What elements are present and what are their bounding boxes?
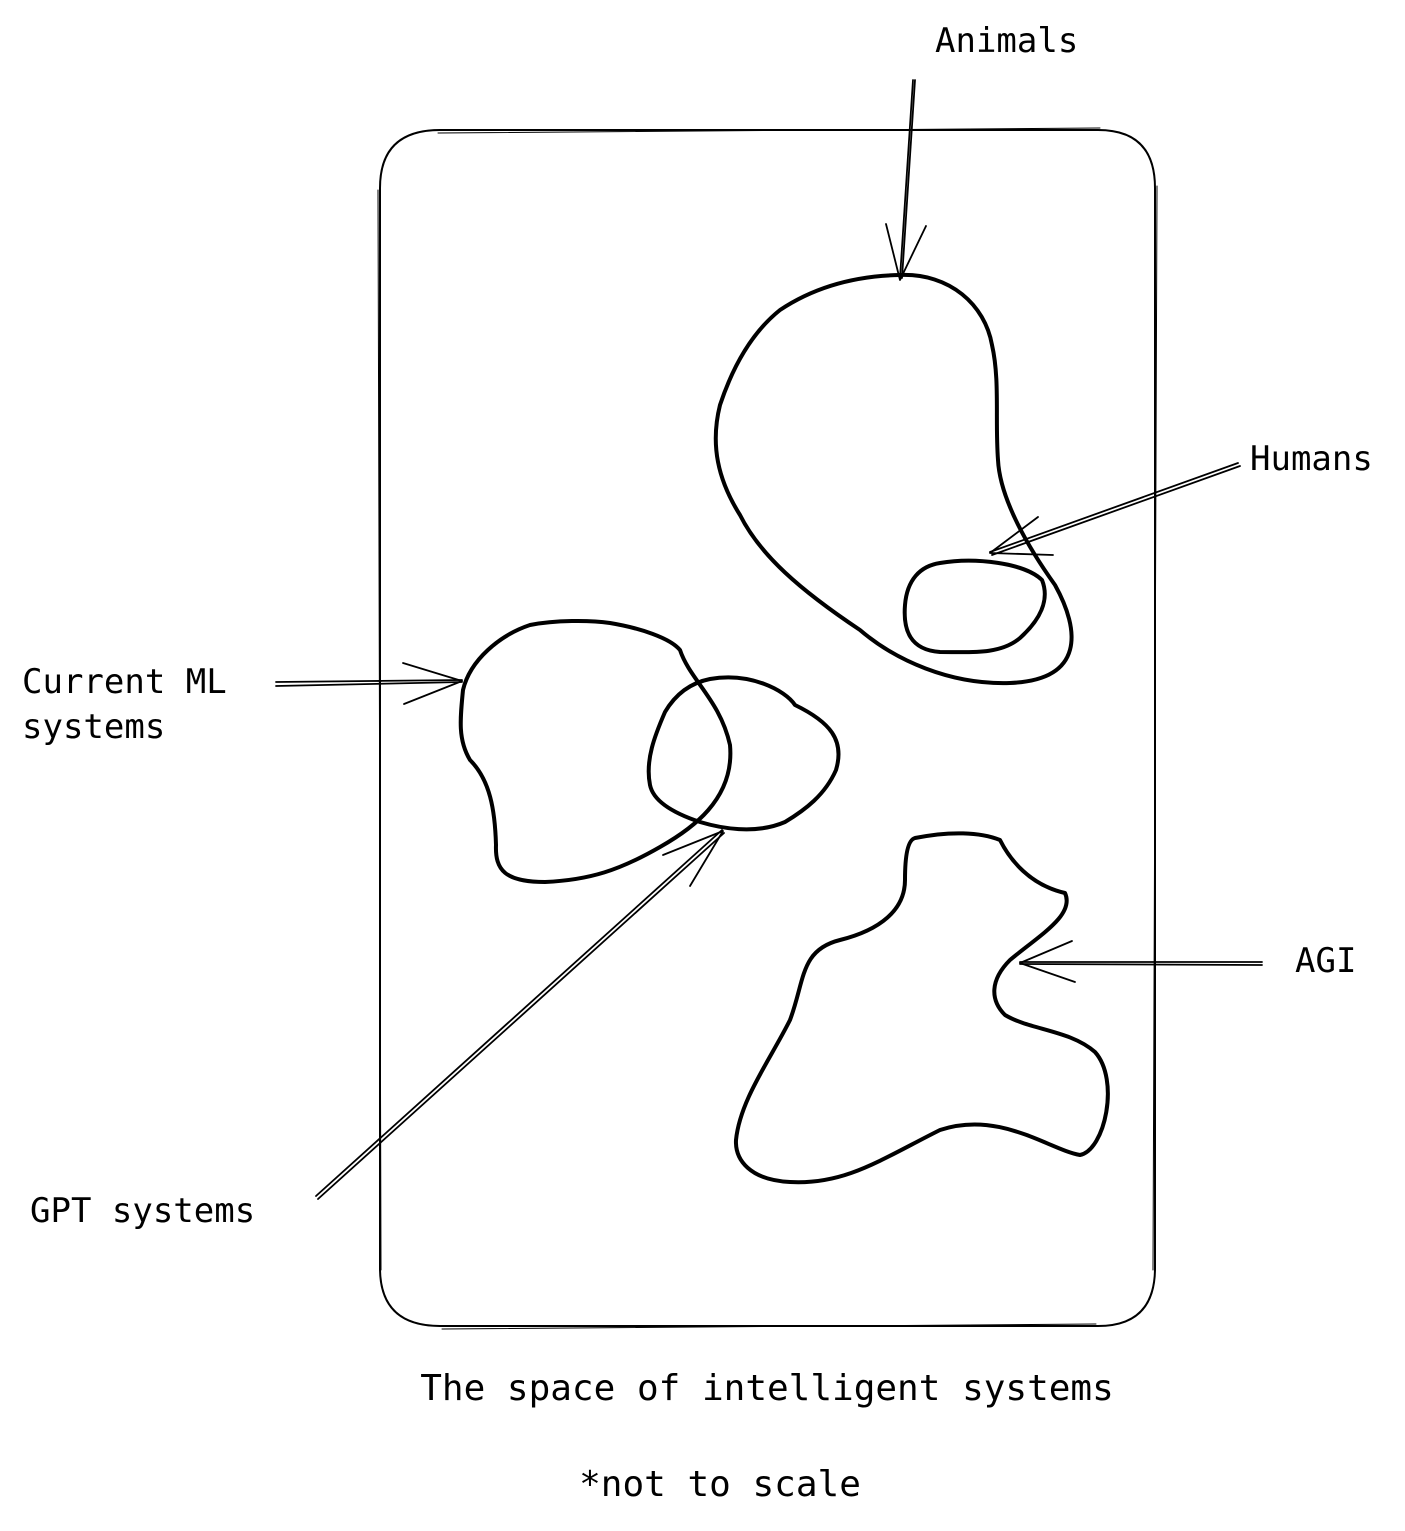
animals-label: Animals: [935, 21, 1078, 61]
animals-region: [713, 272, 1074, 686]
humans-region: [902, 558, 1047, 655]
animals-arrow: [885, 79, 927, 281]
gpt-label: GPT systems: [30, 1191, 255, 1231]
current-ml-label-line1: Current ML: [22, 662, 227, 702]
current-ml-arrow: [275, 662, 463, 705]
current-ml-label-line2: systems: [22, 707, 165, 747]
caption-note: *not to scale: [579, 1464, 861, 1505]
current-ml-region: [458, 618, 733, 884]
space-boundary: [377, 127, 1158, 1330]
humans-arrow: [989, 462, 1241, 556]
agi-arrow: [1019, 940, 1263, 983]
humans-label: Humans: [1250, 439, 1373, 479]
caption-title: The space of intelligent systems: [420, 1368, 1114, 1409]
agi-label: AGI: [1295, 941, 1356, 981]
gpt-region: [646, 675, 841, 832]
agi-region: [733, 831, 1110, 1185]
gpt-arrow: [315, 829, 725, 1200]
